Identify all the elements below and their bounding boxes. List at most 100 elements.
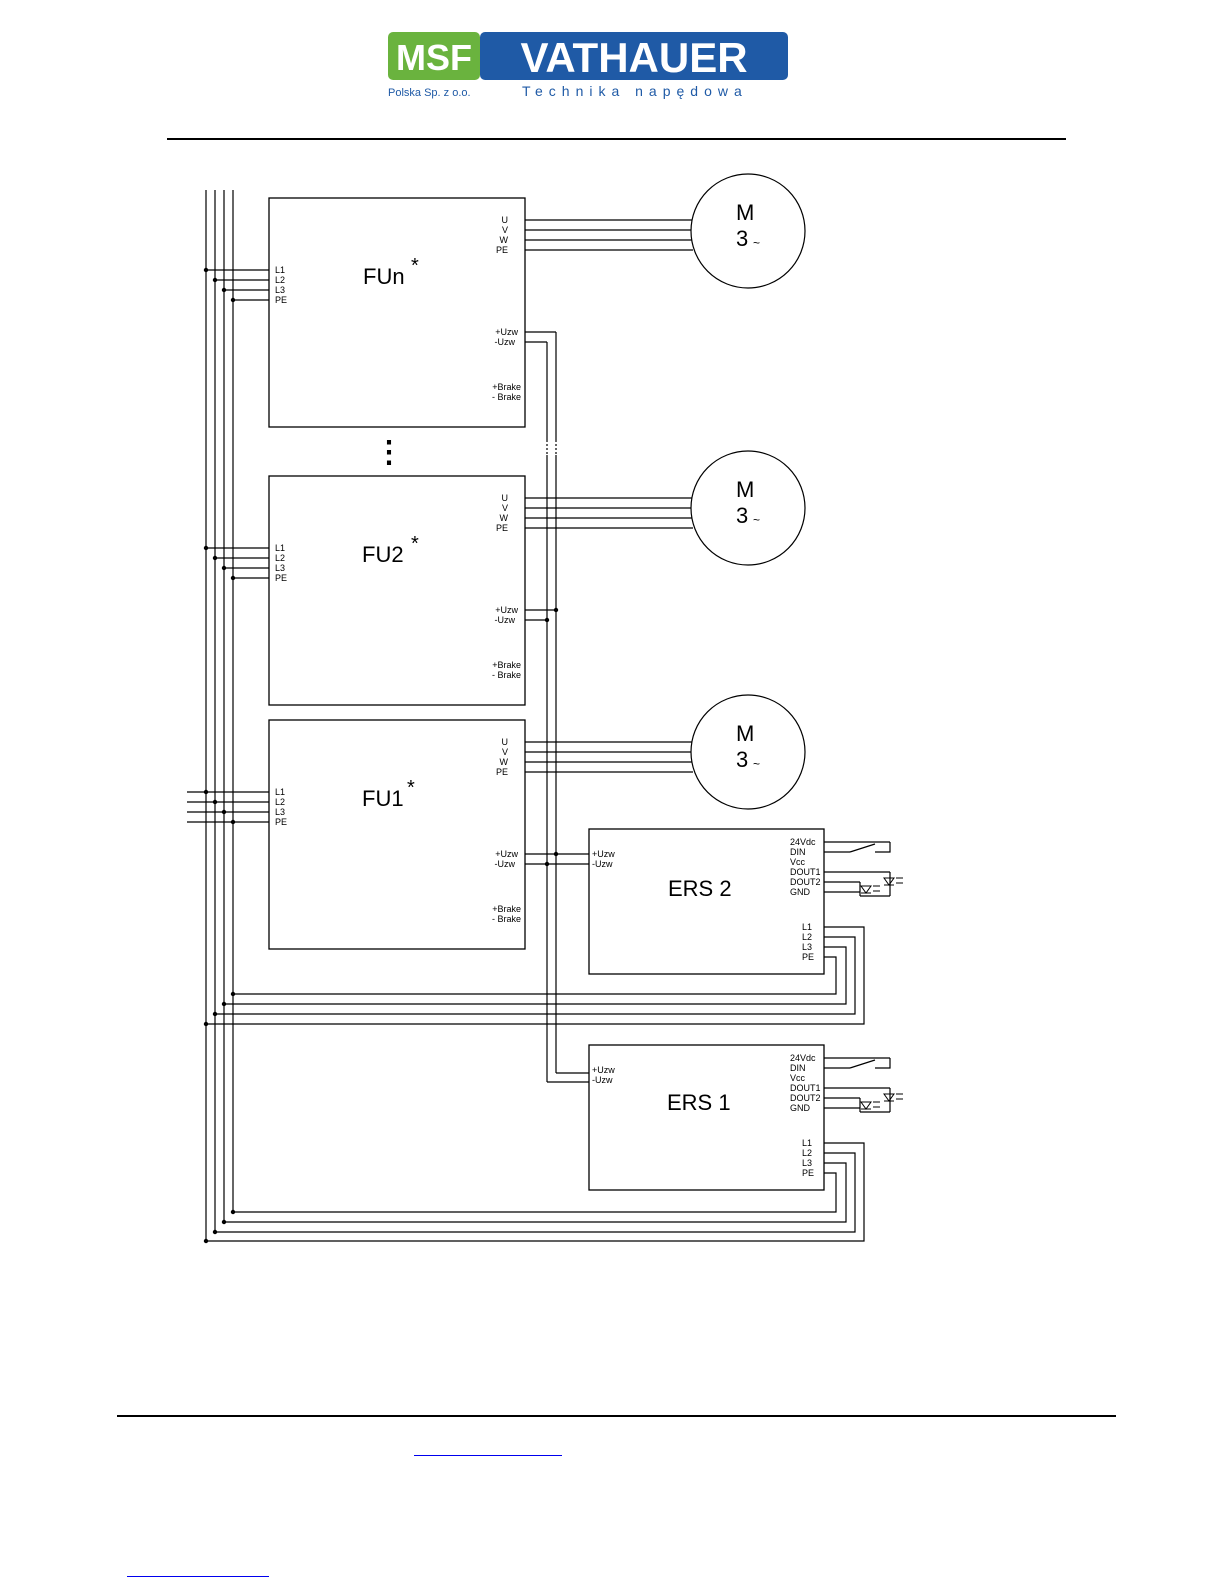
drive-motor-label-U: U	[502, 737, 509, 747]
junction-dot	[221, 565, 227, 571]
ers-signal-label-24Vdc: 24Vdc	[790, 1053, 816, 1063]
footer-link-underline[interactable]	[414, 1455, 562, 1456]
ers-signal-label-DOUT2: DOUT2	[790, 877, 821, 887]
header-divider	[167, 138, 1066, 140]
ers-dc-label-minus: -Uzw	[592, 859, 613, 869]
logo-graphic: MSF VATHAUER Polska Sp. z o.o. Technika …	[388, 32, 788, 99]
motor-1-label-3: 3	[736, 226, 748, 251]
ers-1: ERS 1	[588, 1044, 825, 1191]
io-symbols	[860, 877, 903, 1110]
drive-fu1-star: *	[407, 777, 415, 799]
ers-signal-label-DIN: DIN	[790, 847, 806, 857]
drive-motor-label-U: U	[502, 493, 509, 503]
drive-supply-label-PE: PE	[275, 295, 287, 305]
junction-dot	[544, 617, 550, 623]
drive-supply-label-L1: L1	[275, 543, 285, 553]
drive-brake-label-minus: - Brake	[492, 914, 521, 924]
ers-supply-label-PE: PE	[802, 1168, 814, 1178]
drive-dc-label-plus: +Uzw	[495, 605, 518, 615]
drive-ellipsis: ⋮	[374, 436, 404, 469]
drive-motor-label-W: W	[500, 757, 509, 767]
led-symbol	[860, 1101, 872, 1110]
drive-dc-label-minus: -Uzw	[495, 615, 516, 625]
drive-fun: FUn *	[268, 197, 526, 428]
junction-dot	[212, 277, 218, 283]
logo-brand: VATHAUER	[520, 34, 747, 81]
junction-dot	[221, 809, 227, 815]
ers-supply-label-L3: L3	[802, 1158, 812, 1168]
footer-divider	[117, 1415, 1116, 1417]
drive-fu2-title: FU2	[362, 542, 404, 567]
logo-mark: MSF	[396, 37, 472, 78]
junction-dot	[230, 297, 236, 303]
motor-1-label-m: M	[736, 200, 754, 225]
junction-dot	[221, 1001, 227, 1007]
logo-blue-block	[480, 32, 788, 80]
ers-signal-label-GND: GND	[790, 887, 811, 897]
ers-1-box	[588, 1044, 825, 1191]
motor-2-circle	[690, 450, 806, 566]
drive-brake-label-minus: - Brake	[492, 392, 521, 402]
drive-dc-label-minus: -Uzw	[495, 859, 516, 869]
drive-dc-label-minus: -Uzw	[495, 337, 516, 347]
drive-fu1: FU1 *	[268, 719, 526, 950]
ers-supply-label-L1: L1	[802, 1138, 812, 1148]
ers-supply-label-PE: PE	[802, 952, 814, 962]
ers-2-title: ERS 2	[668, 876, 732, 901]
ers-supply-return	[215, 1152, 856, 1233]
drive-supply-label-L3: L3	[275, 563, 285, 573]
drive-supply-label-L1: L1	[275, 787, 285, 797]
motor-1-tilde: ~	[753, 236, 760, 250]
drive-supply-label-L1: L1	[275, 265, 285, 275]
ers-signal-label-DOUT1: DOUT1	[790, 867, 821, 877]
ers-supply-return	[224, 946, 847, 1005]
junction-dot	[212, 1011, 218, 1017]
ers-supply-label-L1: L1	[802, 922, 812, 932]
motor-3-circle	[690, 694, 806, 810]
led-symbol	[883, 1093, 895, 1102]
junction-dot	[221, 287, 227, 293]
drive-fu1-box	[268, 719, 526, 950]
drive-motor-label-U: U	[502, 215, 509, 225]
motor-2-tilde: ~	[753, 513, 760, 527]
footer-link-underline-bottom[interactable]	[127, 1576, 269, 1577]
drive-motor-label-PE: PE	[496, 767, 508, 777]
drive-dc-label-plus: +Uzw	[495, 849, 518, 859]
junction-dot	[212, 555, 218, 561]
junction-dot	[203, 545, 209, 551]
drive-motor-label-PE: PE	[496, 523, 508, 533]
drive-fun-box	[268, 197, 526, 428]
io-wire	[875, 842, 891, 853]
junction-dot	[544, 861, 550, 867]
switch-contact	[849, 1059, 876, 1069]
junction-dot	[553, 851, 559, 857]
ers-supply-return	[206, 926, 865, 1025]
ers-signal-label-DOUT1: DOUT1	[790, 1083, 821, 1093]
drive-fu2: FU2 *	[268, 475, 526, 706]
motor-2-label-3: 3	[736, 503, 748, 528]
drive-dc-label-plus: +Uzw	[495, 327, 518, 337]
motor-1: M 3 ~	[690, 173, 806, 289]
drive-brake-label-plus: +Brake	[492, 904, 521, 914]
motor-2: M 3 ~	[690, 450, 806, 566]
ers-signal-label-Vcc: Vcc	[790, 857, 806, 867]
drive-brake-label-plus: +Brake	[492, 382, 521, 392]
drive-motor-label-W: W	[500, 513, 509, 523]
logo-company: Polska Sp. z o.o.	[388, 87, 471, 99]
drive-motor-label-PE: PE	[496, 245, 508, 255]
logo-green-block	[388, 32, 480, 80]
drive-brake-label-plus: +Brake	[492, 660, 521, 670]
drive-fun-star: *	[411, 255, 419, 277]
drive-supply-label-PE: PE	[275, 573, 287, 583]
ers-supply-label-L2: L2	[802, 1148, 812, 1158]
junction-dot	[230, 819, 236, 825]
drive-fu2-box	[268, 475, 526, 706]
drive-supply-label-L3: L3	[275, 807, 285, 817]
ers-supply-return	[215, 936, 856, 1015]
ers-signal-label-Vcc: Vcc	[790, 1073, 806, 1083]
logo-tagline: Technika napędowa	[522, 83, 748, 99]
drive-fu2-star: *	[411, 533, 419, 555]
led-symbol	[860, 885, 872, 894]
junction-dot	[230, 575, 236, 581]
